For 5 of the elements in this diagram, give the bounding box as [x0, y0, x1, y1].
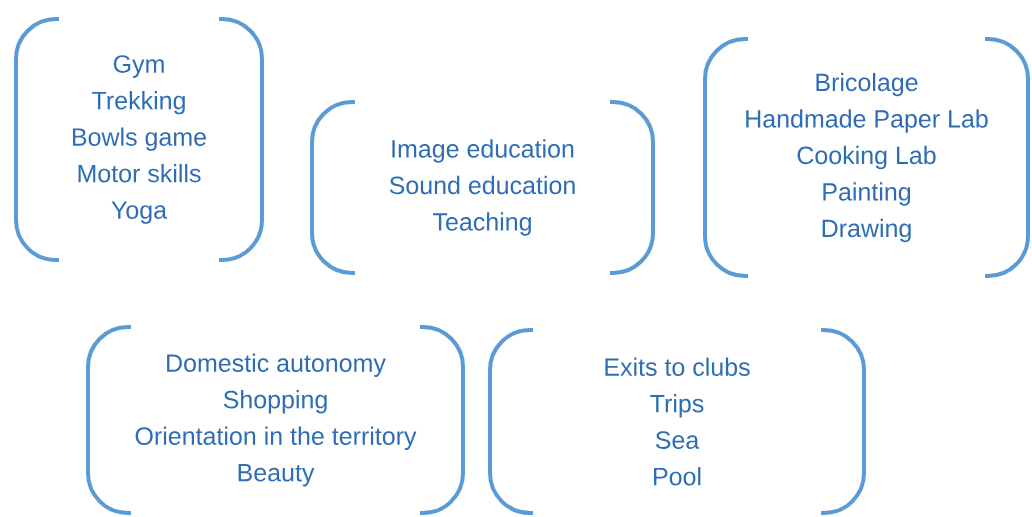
bracket-box: Bricolage Handmade Paper Lab Cooking Lab Painting Drawing — [703, 37, 1030, 278]
bracket-box: Domestic autonomy Shopping Orientation in the territory Beauty — [86, 325, 465, 515]
bracket-box: Gym Trekking Bowls game Motor skills Yoga — [14, 17, 264, 262]
bracket-box: Image education Sound education Teaching — [310, 100, 655, 275]
bracket-box: Exits to clubs Trips Sea Pool — [488, 328, 866, 515]
